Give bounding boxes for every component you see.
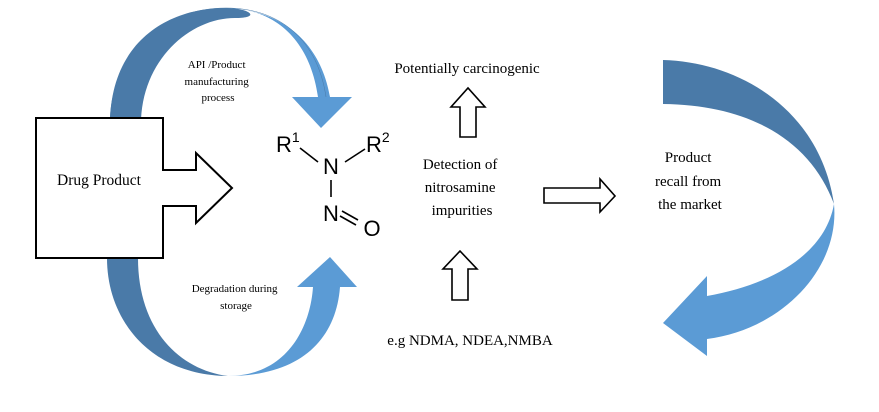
carcinogenic-label: Potentially carcinogenic (394, 61, 540, 77)
examples-label: e.g NDMA, NDEA,NMBA (387, 333, 553, 349)
n-top-label: N (323, 154, 339, 179)
recall-curved-arrow (663, 60, 835, 356)
top-curve-dark-half (110, 8, 251, 125)
r1-label: R1 (276, 129, 300, 157)
top-curved-arrow (109, 7, 352, 128)
bond-n-r2 (344, 148, 366, 163)
bond-n-o-1 (341, 210, 359, 221)
top-curve-light-half (225, 8, 352, 128)
recall-label: Product recall from the market (655, 150, 725, 213)
o-label: O (363, 216, 380, 241)
up-arrow-from-examples (441, 249, 479, 301)
drug-product-label: Drug Product (57, 172, 142, 189)
detection-label: Detection of nitrosamine impurities (423, 157, 501, 219)
degradation-label: Degradation during storage (192, 283, 281, 312)
bond-r1-n (299, 147, 319, 163)
bottom-curve-light-half (228, 257, 357, 376)
manufacturing-label: API /Product manufacturing process (185, 59, 252, 104)
nitrosamine-structure: R1 R2 N N O (276, 129, 390, 241)
right-arrow-to-recall (543, 176, 617, 215)
bond-n-o-2 (339, 215, 357, 226)
drug-product-box-arrow (35, 117, 234, 259)
r2-label: R2 (366, 129, 390, 157)
bottom-curve-dark-half (107, 258, 228, 376)
n-bottom-label: N (323, 201, 339, 226)
bottom-curved-arrow (107, 257, 357, 376)
recall-curve-dark-half (663, 60, 834, 204)
up-arrow-to-carcinogenic (449, 86, 487, 138)
recall-curve-light-half (663, 204, 835, 356)
